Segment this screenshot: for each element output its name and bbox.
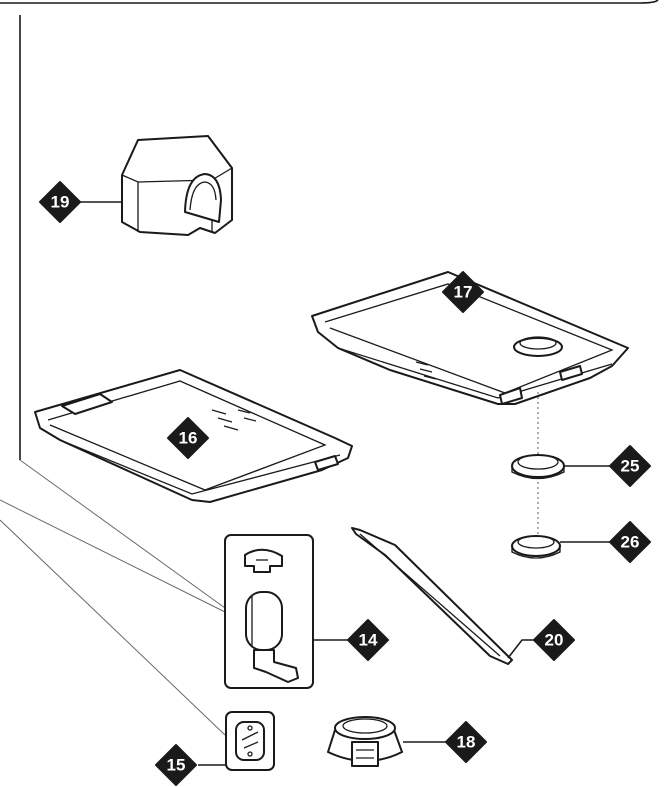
food-bowl-part [327, 716, 403, 767]
frame-lines [0, 0, 659, 736]
upper-platform-part [311, 271, 629, 405]
callout-26-label: 26 [621, 533, 640, 552]
callout-19-label: 19 [51, 193, 70, 212]
callout-20: 20 [533, 619, 575, 661]
clip-part [225, 711, 275, 771]
callout-25: 25 [609, 445, 651, 487]
callout-14: 14 [347, 619, 389, 661]
callout-16-label: 16 [179, 429, 198, 448]
callout-16: 16 [167, 417, 209, 459]
water-bottle-set-part [224, 534, 314, 689]
ring-connector-25-part [511, 392, 565, 480]
callout-14-label: 14 [359, 631, 378, 650]
callout-17: 17 [442, 271, 484, 313]
callout-15: 15 [155, 744, 197, 786]
callout-19: 19 [39, 181, 81, 223]
ring-connector-26-part [511, 482, 561, 559]
callout-18: 18 [445, 721, 487, 763]
leader-lines [80, 201, 612, 766]
callout-20-label: 20 [545, 631, 564, 650]
callout-26: 26 [609, 521, 651, 563]
callout-18-label: 18 [457, 733, 476, 752]
callout-17-label: 17 [454, 283, 473, 302]
ramp-part [351, 527, 513, 665]
hide-house-part [121, 135, 233, 236]
callout-15-label: 15 [167, 756, 186, 775]
callout-25-label: 25 [621, 457, 640, 476]
